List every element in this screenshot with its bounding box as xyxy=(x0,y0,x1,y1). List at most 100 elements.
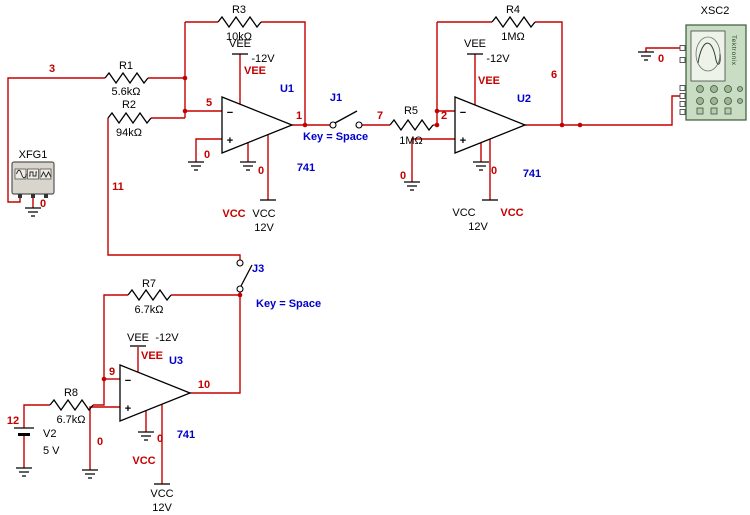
inverting-input-sign: − xyxy=(125,375,131,387)
power-vcc-u1[interactable]: VCC VCC 12V xyxy=(222,199,276,234)
scope-pin[interactable] xyxy=(679,101,686,107)
power-rail-label: VCC xyxy=(252,208,275,220)
battery-value: 5 V xyxy=(43,445,60,457)
opamp-ref: U1 xyxy=(280,83,294,95)
junction-dot xyxy=(577,122,583,128)
oscilloscope-xsc2[interactable]: Tektronix XSC2 xyxy=(679,5,747,121)
ground-symbol[interactable] xyxy=(404,181,420,191)
wire-r3-right-to-out[interactable] xyxy=(261,21,306,125)
power-rail-label: VEE xyxy=(464,38,486,50)
scope-pin[interactable] xyxy=(679,85,686,91)
scope-button[interactable] xyxy=(724,107,732,115)
power-rail-value: 12V xyxy=(468,221,488,233)
wire-r8-right[interactable] xyxy=(93,379,105,406)
scope-pin[interactable] xyxy=(679,93,686,99)
scope-button[interactable] xyxy=(710,107,718,115)
waveform-trace xyxy=(697,42,721,65)
wire-r7-left[interactable] xyxy=(103,294,128,379)
junction-dots xyxy=(101,75,583,382)
wire-net11[interactable] xyxy=(107,118,241,260)
power-vee-u3[interactable]: VEE -12V VEE xyxy=(127,332,179,362)
resistor-ref: R7 xyxy=(142,278,156,290)
ground-symbol[interactable] xyxy=(25,207,41,217)
power-rail-value: 12V xyxy=(152,502,172,514)
switch-lever xyxy=(334,110,358,124)
scope-knob[interactable] xyxy=(710,85,718,93)
wire-u1-plus-to-gnd[interactable] xyxy=(195,138,222,162)
xfg-terminal-com[interactable] xyxy=(31,194,35,198)
power-net-label: VCC xyxy=(222,208,245,220)
power-net-label: VEE xyxy=(478,75,500,87)
battery-v2[interactable]: V2 5 V xyxy=(14,427,60,457)
wire-u2-out-to-scope[interactable] xyxy=(525,95,680,126)
power-vcc-u3[interactable]: VCC VCC 12V xyxy=(132,455,173,514)
sine-wave-icon xyxy=(14,168,27,180)
opamp-u1[interactable]: − + U1 741 xyxy=(221,83,315,174)
ground-symbol[interactable] xyxy=(240,161,256,171)
resistor-r5[interactable]: R5 1MΩ xyxy=(389,105,434,147)
net-label-0: 0 xyxy=(97,436,103,448)
wire-net3-xfg-to-r1[interactable] xyxy=(7,77,105,203)
net-label-0: 0 xyxy=(400,170,406,182)
resistor-r3[interactable]: R3 10kΩ xyxy=(217,4,262,43)
xfg-terminal-plus[interactable] xyxy=(18,194,22,198)
resistor-r2[interactable]: R2 94kΩ xyxy=(107,99,152,139)
power-rail-label: VEE xyxy=(229,38,251,50)
wire-u2-plus-to-gnd[interactable] xyxy=(411,138,455,182)
opamp-ref: U2 xyxy=(517,93,531,105)
wire-r4-right-net6[interactable] xyxy=(535,21,563,125)
scope-knob[interactable] xyxy=(696,85,704,93)
opamp-u2[interactable]: − + U2 741 xyxy=(454,93,541,180)
ground-symbol[interactable] xyxy=(473,161,489,171)
net-label-1: 1 xyxy=(296,110,302,122)
net-label-12: 12 xyxy=(7,415,19,427)
sine-wave-glyph xyxy=(16,169,27,179)
wire-u3-out-loop[interactable] xyxy=(190,295,241,394)
instrument-ref: XSC2 xyxy=(701,5,730,17)
resistor-r1[interactable]: R1 5.6kΩ xyxy=(104,60,149,98)
junction-dot xyxy=(182,108,188,114)
scope-knob[interactable] xyxy=(737,98,743,104)
resistor-r7[interactable]: R7 6.7kΩ xyxy=(127,278,172,316)
switch-key-label: Key = Space xyxy=(256,298,321,310)
scope-knob[interactable] xyxy=(710,97,718,105)
power-vee-u1[interactable]: VEE -12V VEE xyxy=(229,38,275,77)
switch-j1[interactable]: J1 Key = Space xyxy=(303,92,368,143)
power-vee-u2[interactable]: VEE -12V VEE xyxy=(464,38,510,87)
resistor-r4[interactable]: R4 1MΩ xyxy=(491,4,536,43)
ground-symbol[interactable] xyxy=(188,161,204,171)
opamp-body xyxy=(119,364,192,422)
ground-symbol[interactable] xyxy=(138,431,154,441)
junction-dot xyxy=(302,122,308,128)
wire-u3-plus-to-gnd[interactable] xyxy=(89,406,120,470)
switch-j3[interactable]: J3 Key = Space xyxy=(236,259,321,310)
scope-pin[interactable] xyxy=(679,45,686,51)
scope-pin[interactable] xyxy=(679,109,686,115)
opamp-u3[interactable]: − + U3 741 xyxy=(119,355,195,441)
net-label-10: 10 xyxy=(198,379,210,391)
wire-scope-ground[interactable] xyxy=(645,47,680,52)
resistor-ref: R2 xyxy=(122,99,136,111)
grounds xyxy=(16,51,654,479)
scope-knob[interactable] xyxy=(737,86,743,92)
net-label-0: 0 xyxy=(258,165,264,177)
resistor-body xyxy=(107,111,152,125)
scope-button[interactable] xyxy=(696,107,704,115)
power-net-label: VCC xyxy=(132,455,155,467)
function-generator-xfg1[interactable]: XFG1 xyxy=(11,149,55,198)
scope-pin[interactable] xyxy=(679,57,686,63)
scope-knob[interactable] xyxy=(724,97,732,105)
xfg-terminal-minus[interactable] xyxy=(44,194,48,198)
scope-knob[interactable] xyxy=(696,97,704,105)
wire-r8-left-to-v2[interactable] xyxy=(23,404,50,428)
ground-symbol[interactable] xyxy=(638,51,654,61)
ground-symbol[interactable] xyxy=(82,469,98,479)
net-label-3: 3 xyxy=(49,63,55,75)
scope-knob[interactable] xyxy=(724,85,732,93)
ground-symbol[interactable] xyxy=(16,467,32,477)
power-vcc-u2[interactable]: VCC VCC 12V xyxy=(452,199,524,233)
power-rail-label: VCC xyxy=(452,207,475,219)
resistor-r8[interactable]: R8 6.7kΩ xyxy=(49,387,94,426)
triangle-wave-icon xyxy=(39,168,52,180)
